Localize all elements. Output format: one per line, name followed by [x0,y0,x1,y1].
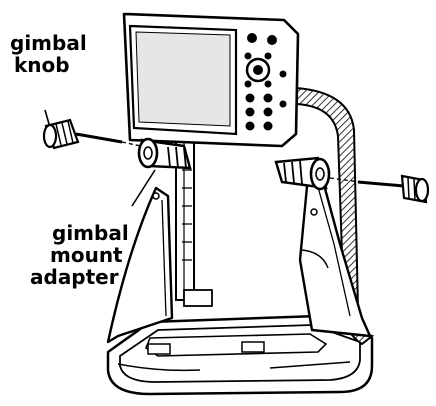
gimbal-mount-adapter-icon [131,137,192,207]
gimbal-bracket-left [106,169,192,344]
label-gimbal-mount-adapter-line2: mount [50,243,123,267]
gimbal-mount-adapter-right-icon [274,156,361,191]
label-gimbal-mount-adapter-line3: adapter [30,265,119,289]
mount-cable [295,86,375,346]
label-gimbal-knob: gimbal knob [10,32,87,76]
label-gimbal-knob-line2: knob [14,53,70,77]
gimbal-bracket-right [298,168,372,338]
fish-finder-display-icon [122,12,300,148]
label-gimbal-mount-adapter-line1: gimbal [52,221,129,245]
gimbal-knob-icon [42,109,151,150]
label-gimbal-mount-adapter: gimbal mount adapter [30,221,129,288]
mount-base [106,314,374,396]
gimbal-knob-right-icon [357,174,430,204]
label-gimbal-knob-line1: gimbal [10,31,87,55]
